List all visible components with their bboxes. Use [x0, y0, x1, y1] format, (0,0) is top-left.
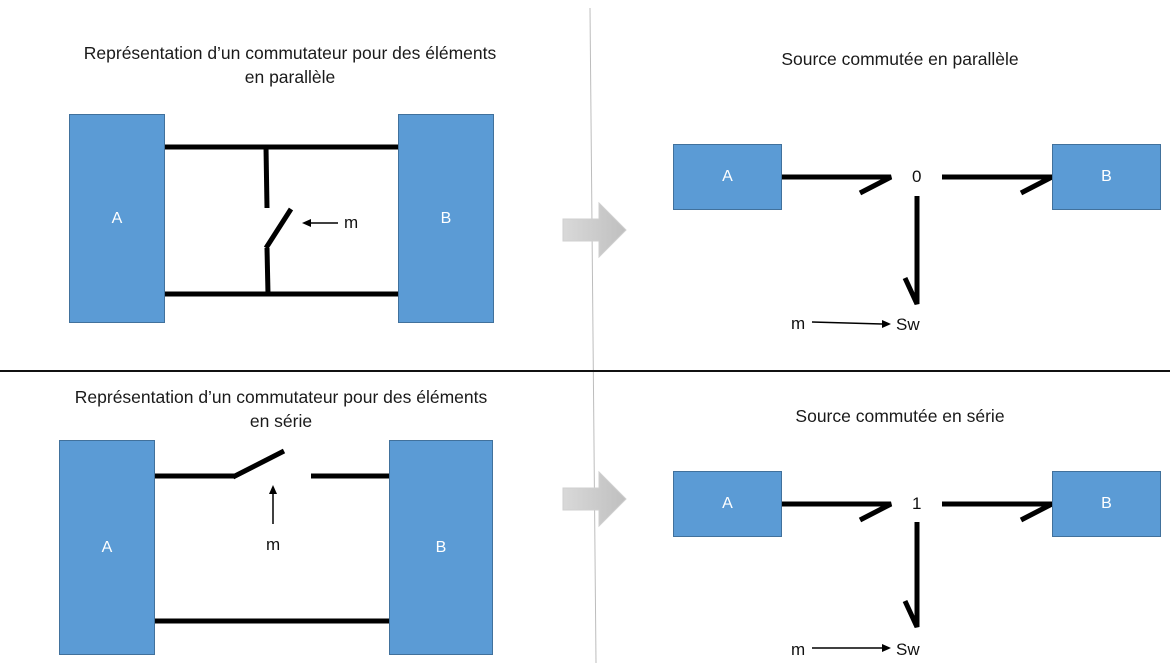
m-label: m — [344, 213, 359, 232]
sw-label: Sw — [896, 640, 920, 659]
title-line-1: Représentation d’un commutateur pour des… — [74, 387, 488, 407]
half-arrow-a-to-junction — [781, 174, 893, 196]
title-series-representation: Représentation d’un commutateur pour des… — [1, 385, 561, 433]
m-arrow-bottom-left — [269, 485, 277, 524]
m-arrow-bottom-right — [812, 644, 891, 652]
title-switched-source-series: Source commutée en série — [700, 404, 1100, 428]
element-a-box: A — [673, 471, 782, 537]
title-switched-source-parallel: Source commutée en parallèle — [700, 47, 1100, 71]
element-a-box: A — [59, 440, 155, 655]
element-b-box: B — [1052, 471, 1161, 537]
title-text: Source commutée en parallèle — [781, 49, 1019, 69]
element-b-box: B — [398, 114, 494, 323]
switched-source-series — [781, 501, 1054, 629]
switch-blade — [231, 448, 286, 480]
element-a-box: A — [69, 114, 165, 323]
title-parallel-representation: Représentation d’un commutateur pour des… — [10, 41, 570, 89]
m-label: m — [791, 314, 806, 333]
junction-label: 0 — [912, 167, 922, 186]
element-a-box: A — [673, 144, 782, 210]
half-arrow-a-to-junction — [781, 501, 893, 523]
junction-label: 1 — [912, 494, 922, 513]
half-arrow-junction-to-b — [942, 501, 1054, 523]
transform-arrow-top — [562, 201, 627, 259]
element-b-box: B — [1052, 144, 1161, 210]
switched-source-parallel — [781, 174, 1054, 306]
vertical-divider — [589, 7, 597, 663]
switch-upper-contact — [263, 146, 270, 209]
series-switch-circuit — [155, 448, 389, 624]
m-label: m — [791, 640, 806, 659]
title-text: Source commutée en série — [795, 406, 1005, 426]
transform-arrow-bottom — [562, 470, 627, 528]
parallel-switch-circuit — [165, 144, 398, 297]
half-arrow-junction-to-sw — [902, 196, 920, 306]
sw-label: Sw — [896, 315, 920, 334]
half-arrow-junction-to-sw — [902, 522, 920, 629]
title-line-2: en série — [249, 411, 313, 431]
half-arrow-junction-to-b — [942, 174, 1054, 196]
m-arrow-top-right — [811, 320, 891, 328]
switch-lower-contact — [264, 247, 271, 295]
title-line-2: en parallèle — [244, 67, 336, 87]
title-line-1: Représentation d’un commutateur pour des… — [83, 43, 497, 63]
element-b-box: B — [389, 440, 493, 655]
switch-blade — [263, 207, 294, 250]
m-arrow-top-left — [302, 219, 338, 227]
m-label: m — [266, 535, 281, 554]
